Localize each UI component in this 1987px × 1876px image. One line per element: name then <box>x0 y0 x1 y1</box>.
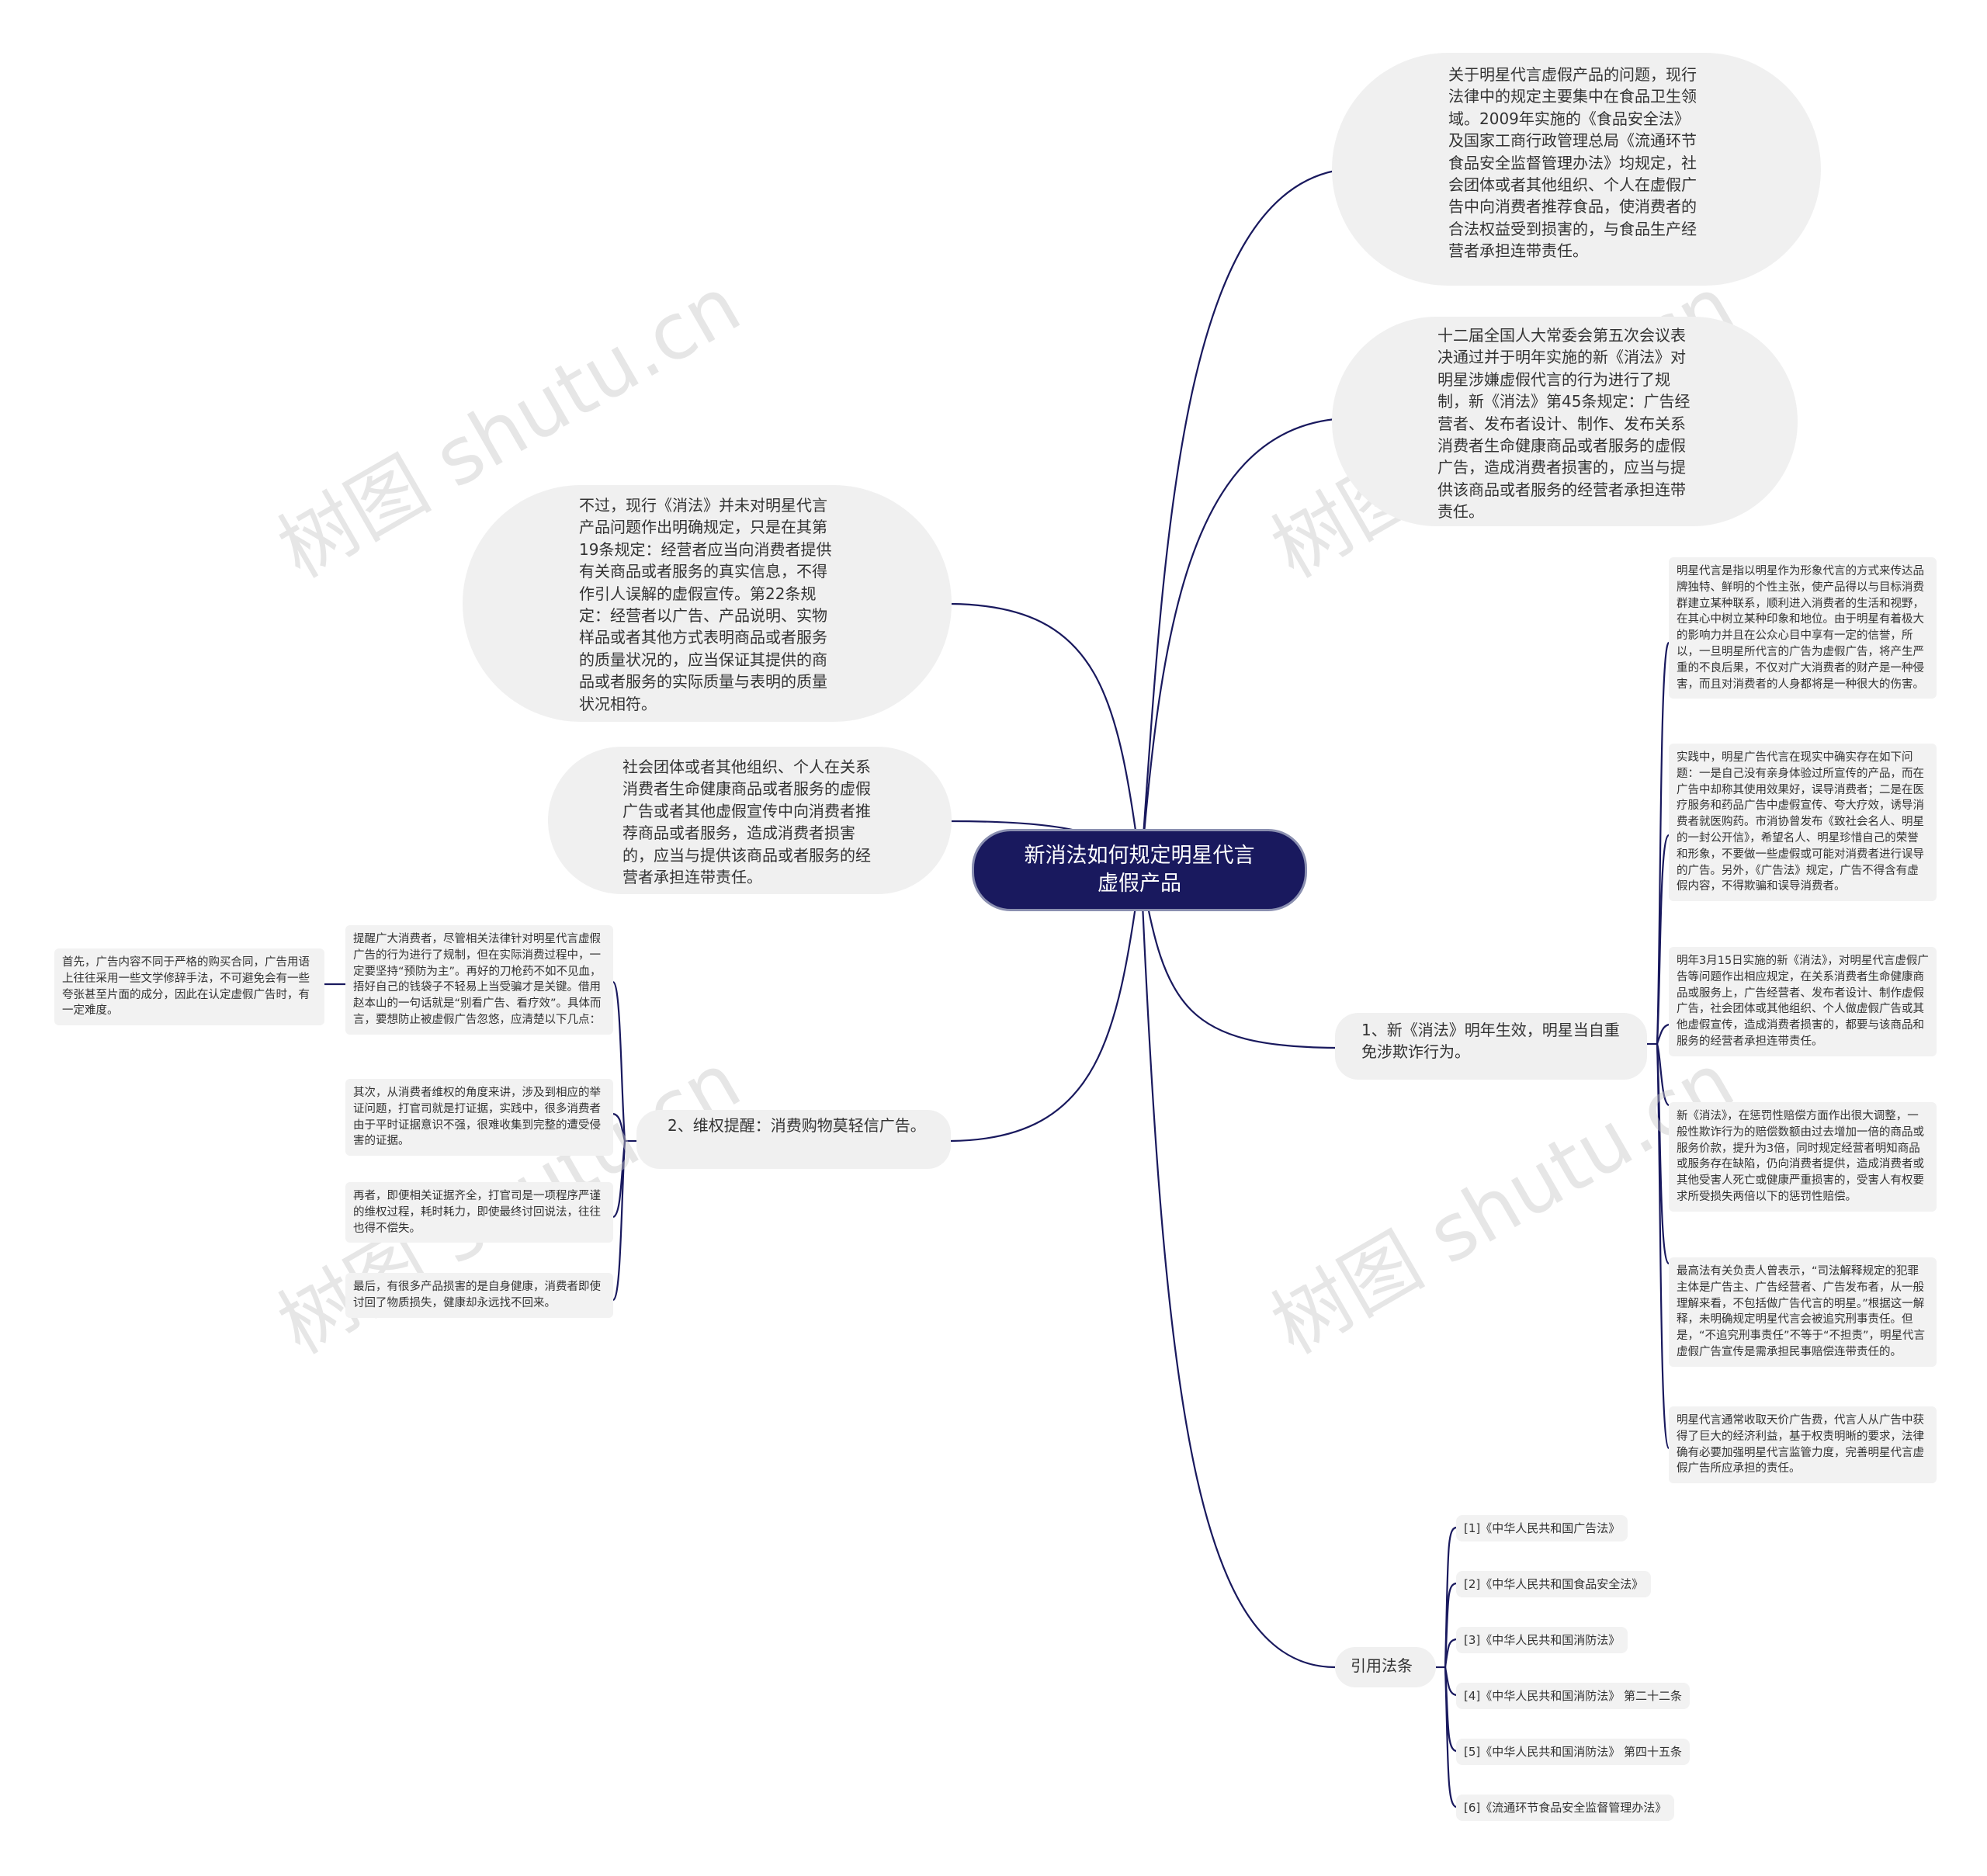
law-ref-6[interactable]: [6]《流通环节食品安全监督管理办法》 <box>1456 1795 1675 1821</box>
topic-food-safety-law[interactable]: 关于明星代言虚假产品的问题，现行法律中的规定主要集中在食品卫生领域。2009年实… <box>1332 53 1821 286</box>
branch1-child-4[interactable]: 新《消法》，在惩罚性赔偿方面作出很大调整，一般性欺诈行为的赔偿数额由过去增加一倍… <box>1669 1102 1937 1212</box>
law-ref-4[interactable]: [4]《中华人民共和国消防法》 第二十二条 <box>1456 1683 1691 1709</box>
edge-root-right2 <box>1139 418 1336 870</box>
law-ref-3[interactable]: [3]《中华人民共和国消防法》 <box>1456 1627 1628 1653</box>
topic-joint-liability[interactable]: 社会团体或者其他组织、个人在关系消费者生命健康商品或者服务的虚假广告或者其他虚假… <box>548 747 952 894</box>
branch-cited-laws[interactable]: 引用法条 <box>1335 1647 1436 1687</box>
edge-root-right1 <box>1139 169 1336 870</box>
branch2-grandchild[interactable]: 首先，广告内容不同于严格的购买合同，广告用语上往往采用一些文学修辞手法，不可避免… <box>54 948 324 1026</box>
topic-new-law-art45[interactable]: 十二届全国人大常委会第五次会议表决通过并于明年实施的新《消法》对明星涉嫌虚假代言… <box>1332 317 1798 526</box>
branch1-child-6[interactable]: 明星代言通常收取天价广告费，代言人从广告中获得了巨大的经济利益，基于权责明晰的要… <box>1669 1406 1937 1484</box>
branch-label: 引用法条 <box>1351 1656 1413 1675</box>
edge-root-branch3 <box>1139 869 1336 1669</box>
edge-root-left1 <box>950 602 1143 870</box>
branch1-child-3[interactable]: 明年3月15日实施的新《消法》，对明星代言虚假广告等问题作出相应规定，在关系消费… <box>1669 947 1937 1056</box>
topic-text: 社会团体或者其他组织、个人在关系消费者生命健康商品或者服务的虚假广告或者其他虚假… <box>622 758 871 887</box>
branch-label: 1、新《消法》明年生效，明星当自重免涉欺诈行为。 <box>1361 1021 1620 1061</box>
branch1-child-1[interactable]: 明星代言是指以明星作为形象代言的方式来传达品牌独特、鲜明的个性主张，使产品得以与… <box>1669 557 1937 699</box>
law-ref-5[interactable]: [5]《中华人民共和国消防法》 第四十五条 <box>1456 1739 1691 1765</box>
branch-rights-reminder[interactable]: 2、维权提醒：消费购物莫轻信广告。 <box>636 1110 951 1169</box>
branch2-child-4[interactable]: 最后，有很多产品损害的是自身健康，消费者即使讨回了物质损失，健康却永远找不回来。 <box>345 1273 613 1318</box>
topic-text: 关于明星代言虚假产品的问题，现行法律中的规定主要集中在食品卫生领域。2009年实… <box>1448 65 1697 261</box>
branch2-child-3[interactable]: 再者，即便相关证据齐全，打官司是一项程序严谨的维权过程，耗时耗力，即使最终讨回说… <box>345 1182 613 1243</box>
root-node[interactable]: 新消法如何规定明星代言虚假产品 <box>972 829 1307 911</box>
law-ref-2[interactable]: [2]《中华人民共和国食品安全法》 <box>1456 1571 1652 1597</box>
edge-root-branch1 <box>1139 869 1336 1049</box>
branch-new-law-effective[interactable]: 1、新《消法》明年生效，明星当自重免涉欺诈行为。 <box>1335 1013 1647 1080</box>
branch1-child-2[interactable]: 实践中，明星广告代言在现实中确实存在如下问题：一是自己没有亲身体验过所宣传的产品… <box>1669 744 1937 902</box>
root-title: 新消法如何规定明星代言虚假产品 <box>1024 844 1255 896</box>
topic-current-law-art19-22[interactable]: 不过，现行《消法》并未对明星代言产品问题作出明确规定，只是在其第19条规定：经营… <box>463 485 952 722</box>
law-ref-1[interactable]: [1]《中华人民共和国广告法》 <box>1456 1515 1628 1541</box>
topic-text: 不过，现行《消法》并未对明星代言产品问题作出明确规定，只是在其第19条规定：经营… <box>579 496 832 713</box>
branch2-child-2[interactable]: 其次，从消费者维权的角度来讲，涉及到相应的举证问题，打官司就是打证据，实践中，很… <box>345 1079 613 1156</box>
branch-label: 2、维权提醒：消费购物莫轻信广告。 <box>668 1116 926 1135</box>
edge-root-branch2 <box>950 869 1143 1143</box>
topic-text: 十二届全国人大常委会第五次会议表决通过并于明年实施的新《消法》对明星涉嫌虚假代言… <box>1437 326 1691 522</box>
branch2-child-1[interactable]: 提醒广大消费者，尽管相关法律针对明星代言虚假广告的行为进行了规制，但在实际消费过… <box>345 925 613 1035</box>
branch1-child-5[interactable]: 最高法有关负责人曾表示，“司法解释规定的犯罪主体是广告主、广告经营者、广告发布者… <box>1669 1257 1937 1367</box>
